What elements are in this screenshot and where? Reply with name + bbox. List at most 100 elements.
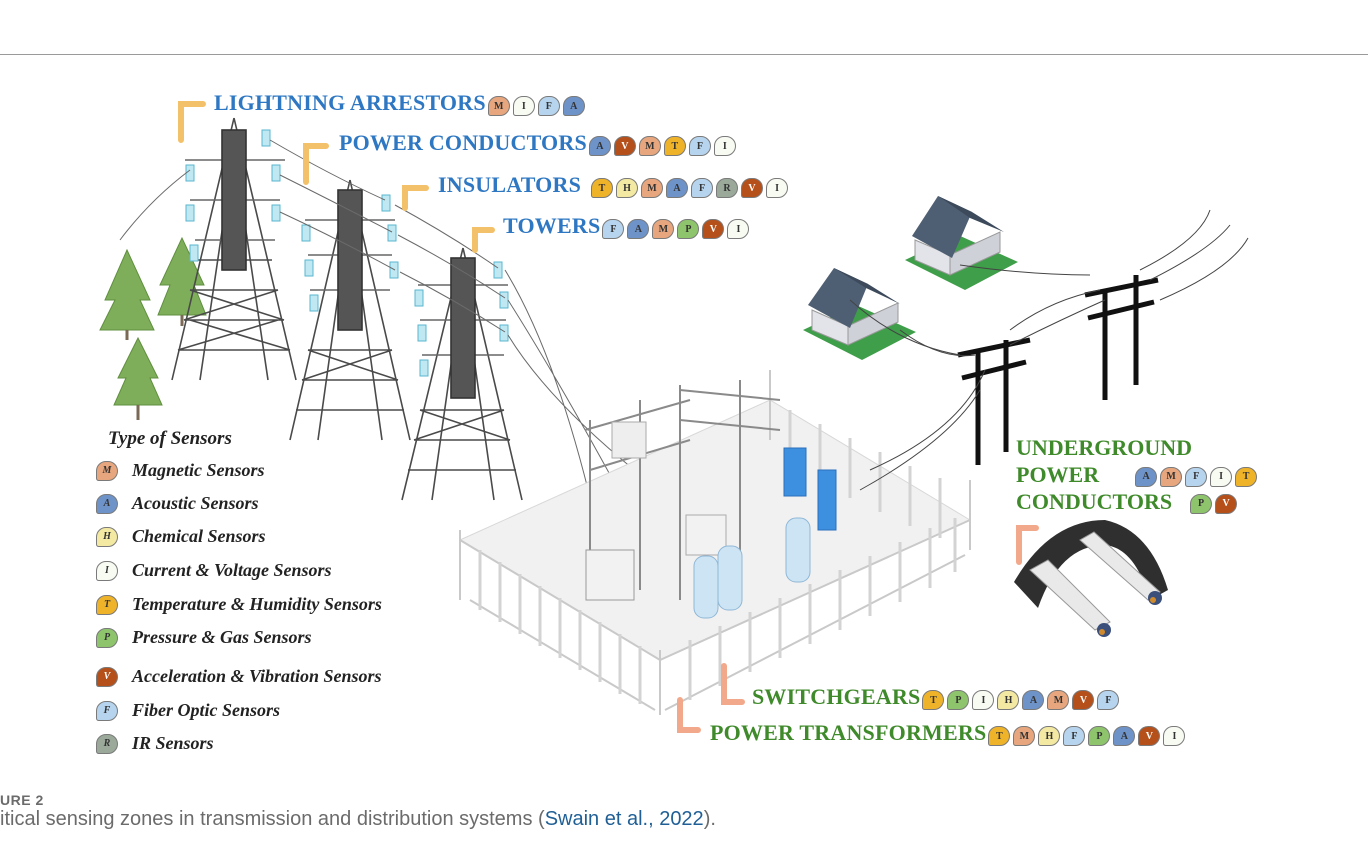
zone-label: POWER [1016,462,1099,487]
sensor-badge-i: I [714,136,736,156]
zone-label: TOWERS [503,213,600,238]
legend-item: R IR Sensors [96,733,214,754]
caption-text: itical sensing zones in transmission and… [0,808,545,830]
underground-cable-icon [1014,520,1168,637]
sensor-badge-t: T [1235,467,1257,487]
legend-item: F Fiber Optic Sensors [96,700,280,721]
sensor-badge-i: I [766,178,788,198]
legend-title: Type of Sensors [108,428,232,450]
zone-underground-line1: UNDERGROUND [1016,435,1192,461]
sensor-badge-t: T [664,136,686,156]
sensor-badge-f: F [1063,726,1085,746]
citation-link[interactable]: Swain et al., 2022 [545,808,704,830]
sensor-badge-i: I [1163,726,1185,746]
legend-item: A Acoustic Sensors [96,493,259,514]
zone-label: INSULATORS [438,172,581,197]
sensor-badge-a: A [96,494,118,514]
sensor-badge-p: P [947,690,969,710]
legend-item-label: Acceleration & Vibration Sensors [132,666,382,687]
sensor-badge-m: M [1160,467,1182,487]
sensor-badge-f: F [538,96,560,116]
sensor-badge-v: V [614,136,636,156]
sensor-badge-r: R [96,734,118,754]
sensor-badge-m: M [1013,726,1035,746]
sensor-badge-h: H [96,527,118,547]
sensor-badge-v: V [96,667,118,687]
legend-item-label: Temperature & Humidity Sensors [132,594,382,615]
legend-item-label: Acoustic Sensors [132,493,259,514]
sensor-badge-t: T [96,595,118,615]
sensor-badge-i: I [972,690,994,710]
sensor-badge-r: R [716,178,738,198]
sensor-badge-m: M [641,178,663,198]
sensor-badge-a: A [627,219,649,239]
zone-label: LIGHTNING ARRESTORS [214,90,486,115]
figure-label: URE 2 [0,792,44,808]
sensor-badge-h: H [997,690,1019,710]
zone-label: CONDUCTORS [1016,489,1172,514]
legend-item: V Acceleration & Vibration Sensors [96,666,382,687]
sensor-badge-f: F [691,178,713,198]
legend-item-label: Magnetic Sensors [132,460,265,481]
sensor-badge-v: V [1072,690,1094,710]
legend-item-label: IR Sensors [132,733,214,754]
sensor-badge-p: P [1190,494,1212,514]
sensor-badge-i: I [513,96,535,116]
legend-item: T Temperature & Humidity Sensors [96,594,382,615]
sensor-badge-a: A [666,178,688,198]
sensor-badge-p: P [677,219,699,239]
sensor-badge-v: V [1138,726,1160,746]
sensor-badge-h: H [1038,726,1060,746]
sensor-badge-m: M [639,136,661,156]
tree-icons [100,238,206,420]
sensor-badge-f: F [96,701,118,721]
sensor-badge-t: T [922,690,944,710]
legend-item-label: Pressure & Gas Sensors [132,627,312,648]
figure-caption: itical sensing zones in transmission and… [0,808,716,831]
sensor-badge-v: V [1215,494,1237,514]
sensor-badge-m: M [488,96,510,116]
sensor-badge-i: I [96,561,118,581]
sensor-badge-f: F [689,136,711,156]
substation-icons [460,370,970,715]
zone-label: POWER CONDUCTORS [339,130,587,155]
zone-label: POWER TRANSFORMERS [710,720,986,745]
sensor-badge-a: A [563,96,585,116]
sensor-badge-a: A [589,136,611,156]
sensor-badge-m: M [652,219,674,239]
legend-item: HChemical Sensors [96,526,266,547]
legend-item-label: Fiber Optic Sensors [132,700,280,721]
sensor-badge-group: TMHFPAVI [988,726,1185,746]
sensor-badge-i: I [1210,467,1232,487]
sensor-badge-m: M [1047,690,1069,710]
sensor-badge-a: A [1022,690,1044,710]
sensor-badge-f: F [1097,690,1119,710]
sensor-badge-v: V [702,219,724,239]
sensor-badge-f: F [602,219,624,239]
sensor-badge-i: I [727,219,749,239]
sensor-badge-t: T [988,726,1010,746]
sensor-badge-f: F [1185,467,1207,487]
sensor-badge-p: P [1088,726,1110,746]
grid-illustration [0,0,1368,780]
caption-end: ). [704,808,716,830]
sensor-badge-a: A [1135,467,1157,487]
legend-item: M Magnetic Sensors [96,460,265,481]
sensor-badge-m: M [96,461,118,481]
